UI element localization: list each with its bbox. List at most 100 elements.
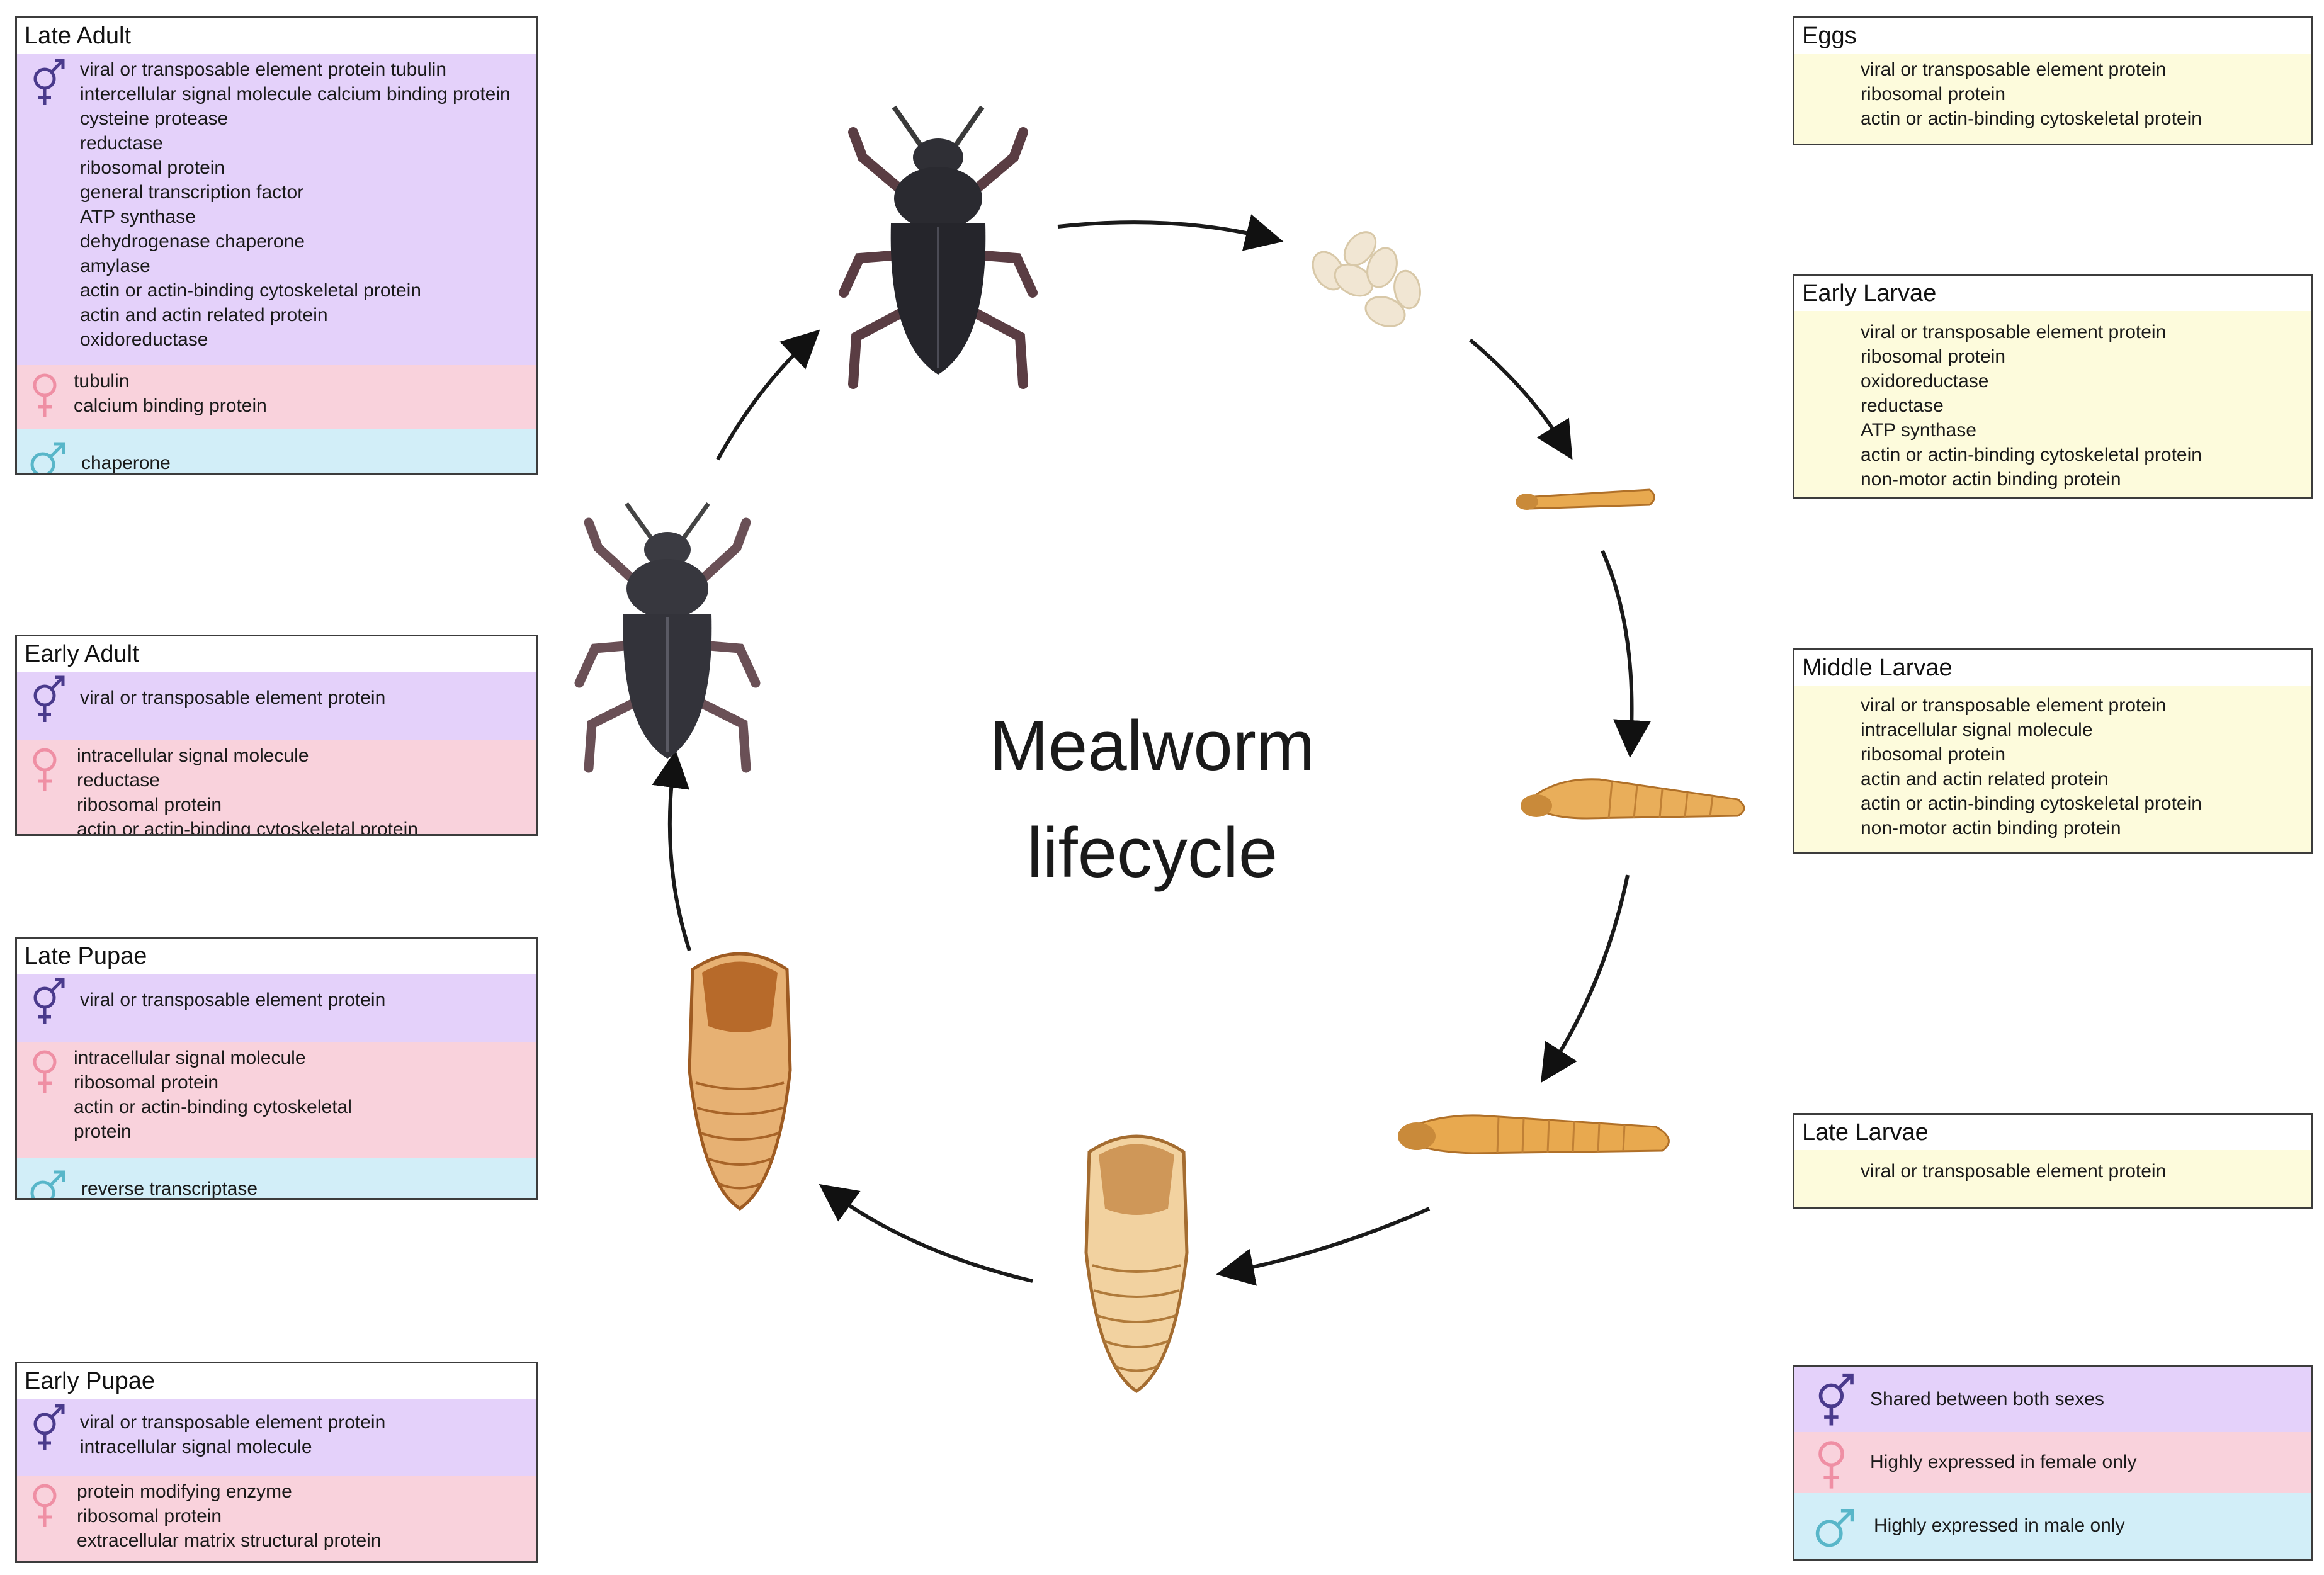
eggs-illustration — [1312, 231, 1421, 327]
female-symbol-icon — [26, 369, 70, 419]
list-item: viral or transposable element protein — [80, 990, 386, 1010]
legend-male: Highly expressed in male only — [1794, 1493, 2311, 1559]
list-item: ATP synthase — [80, 206, 196, 227]
list-item: actin or actin-binding cytoskeletal — [74, 1097, 352, 1117]
expression-band: viral or transposable element protein rib… — [1794, 311, 2311, 497]
female-symbol-icon — [26, 743, 70, 794]
list-item: reverse transcriptase — [81, 1178, 258, 1199]
panel-title: Early Pupae — [17, 1363, 536, 1399]
late-larva-illustration — [1398, 1114, 1670, 1154]
arrow-early-pupae-to-late-pupae — [819, 1183, 1033, 1283]
list-item: viral or transposable element protein tu… — [80, 59, 446, 80]
arrow-early-to-middle-larvae — [1601, 550, 1651, 758]
panel-title: Eggs — [1794, 18, 2311, 54]
early-larva-illustration — [1516, 488, 1655, 510]
eggs-panel: Eggs viral or transposable element prote… — [1793, 16, 2313, 145]
list-item: actin and actin related protein — [1861, 769, 2109, 789]
female-symbol-icon — [26, 1479, 70, 1530]
list-item: actin or actin-binding cytoskeletal prot… — [1861, 793, 2202, 814]
list-item: viral or transposable element protein — [1861, 1161, 2167, 1182]
list-item: reductase — [77, 770, 160, 791]
expression-list: viral or transposable element protein int… — [1794, 693, 2311, 840]
expression-list: viral or transposable element protein — [1794, 1159, 2311, 1183]
male-band: reverse transcriptase — [17, 1158, 536, 1199]
list-item: non-motor actin binding protein — [1861, 818, 2121, 838]
shared-band: viral or transposable element protein — [17, 672, 536, 740]
late-adult-panel: Late Adult viral or transposable element… — [15, 16, 538, 475]
list-item: general transcription factor — [80, 182, 304, 203]
arrow-middle-to-late-larvae — [1541, 874, 1630, 1083]
early-pupae-panel: Early Pupae viral or transposable elemen… — [15, 1362, 538, 1563]
list-item: protein — [74, 1121, 132, 1142]
panel-title: Late Larvae — [1794, 1115, 2311, 1150]
list-item: viral or transposable element protein — [1861, 322, 2167, 342]
middle-larvae-panel: Middle Larvae viral or transposable elem… — [1793, 648, 2313, 854]
title-line-2: lifecycle — [1026, 813, 1278, 892]
panel-title: Late Pupae — [17, 939, 536, 974]
expression-band: viral or transposable element protein int… — [1794, 686, 2311, 852]
arrow-early-adult-to-late-adult — [716, 329, 820, 461]
male-female-symbol-icon — [1810, 1372, 1860, 1428]
list-item: ribosomal protein — [77, 794, 222, 815]
panel-title: Middle Larvae — [1794, 650, 2311, 686]
list-item: actin or actin-binding cytoskeletal prot… — [80, 280, 421, 301]
list-item: actin or actin-binding cytoskeletal prot… — [1861, 108, 2202, 129]
legend-shared-label: Shared between both sexes — [1870, 1389, 2104, 1409]
list-item: intracellular signal molecule — [74, 1047, 306, 1068]
list-item: oxidoreductase — [80, 329, 208, 350]
expression-list: viral or transposable element protein rib… — [1794, 320, 2311, 492]
panel-title: Late Adult — [17, 18, 536, 54]
list-item: intracellular signal molecule — [1861, 720, 2093, 740]
list-item: chaperone — [81, 453, 171, 473]
list-item: calcium binding protein — [74, 395, 267, 416]
list-item: reductase — [80, 133, 163, 154]
male-band: chaperone — [17, 429, 536, 475]
early-larvae-panel: Early Larvae viral or transposable eleme… — [1793, 274, 2313, 499]
male-female-symbol-icon — [26, 674, 70, 725]
female-symbol-icon — [1810, 1436, 1860, 1491]
male-female-symbol-icon — [26, 57, 70, 108]
early-adult-panel: Early Adult viral or transposable elemen… — [15, 635, 538, 836]
list-item: intracellular signal molecule — [80, 1437, 312, 1457]
shared-list: viral or transposable element protein — [17, 988, 536, 1012]
list-item: actin or actin-binding cytoskeletal prot… — [77, 819, 418, 836]
male-list: chaperone — [17, 433, 536, 473]
list-item: ribosomal protein — [1861, 744, 2006, 765]
list-item: amylase — [80, 256, 150, 276]
legend-male-label: Highly expressed in male only — [1874, 1515, 2125, 1536]
shared-list: viral or transposable element protein tu… — [17, 57, 536, 352]
male-list: reverse transcriptase — [17, 1161, 536, 1199]
male-symbol-icon — [1810, 1499, 1860, 1554]
arrow-late-larvae-to-early-pupae — [1216, 1207, 1431, 1286]
list-item: oxidoreductase — [1861, 371, 1989, 392]
male-symbol-icon — [26, 433, 70, 475]
list-item: viral or transposable element protein — [1861, 695, 2167, 716]
list-item: cysteine protease — [80, 108, 229, 129]
list-item: reductase — [1861, 395, 1944, 416]
male-female-symbol-icon — [26, 1403, 70, 1453]
list-item: extracellular matrix structural protein — [77, 1530, 382, 1551]
late-larvae-panel: Late Larvae viral or transposable elemen… — [1793, 1113, 2313, 1209]
legend-panel: Shared between both sexes Highly express… — [1793, 1365, 2313, 1561]
list-item: dehydrogenase chaperone — [80, 231, 305, 252]
middle-larva-illustration — [1521, 778, 1745, 820]
list-item: ribosomal protein — [80, 157, 225, 178]
late-pupa-illustration — [688, 952, 792, 1211]
list-item: viral or transposable element protein — [80, 687, 386, 708]
list-item: ribosomal protein — [1861, 346, 2006, 367]
list-item: viral or transposable element protein — [1861, 59, 2167, 80]
panel-title: Early Adult — [17, 636, 536, 672]
cycle-arrows — [652, 214, 1651, 1286]
